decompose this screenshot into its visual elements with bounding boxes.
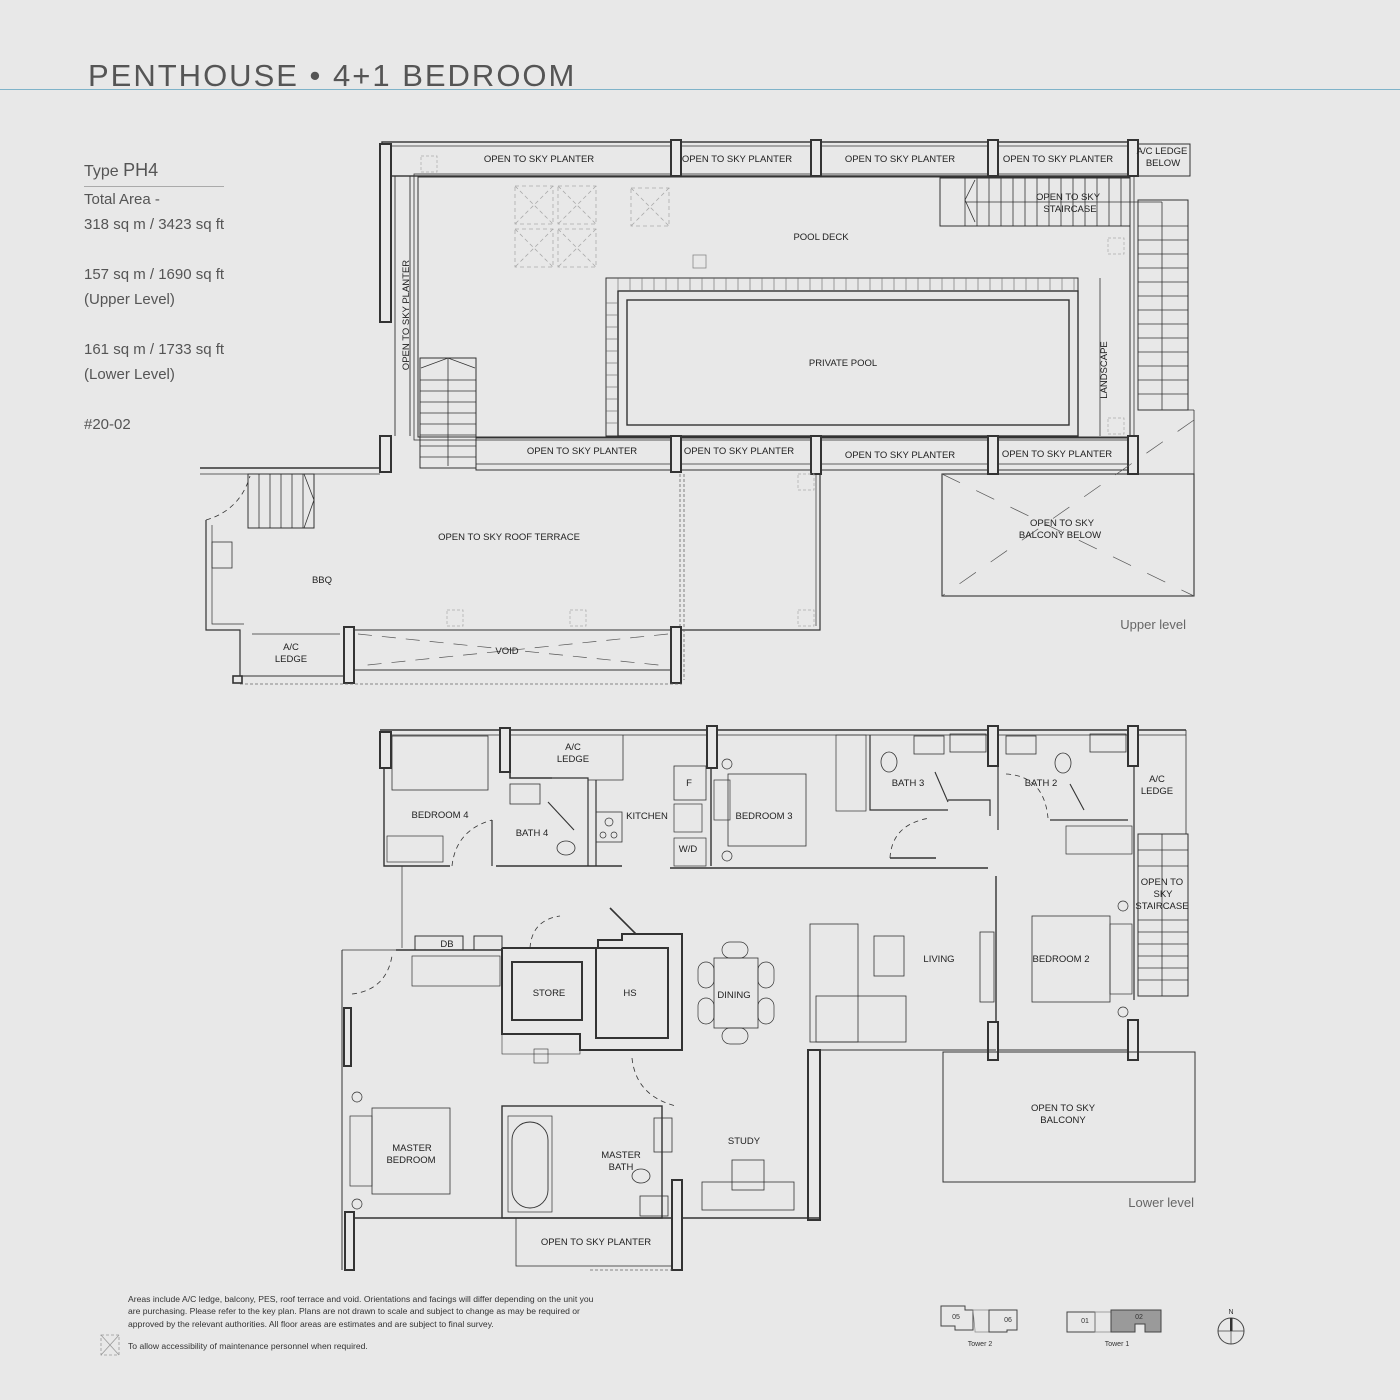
label-pool-deck: POOL DECK: [793, 232, 849, 243]
label-dining: DINING: [717, 990, 750, 1001]
label-store: STORE: [533, 988, 566, 999]
upper-level-plan: [200, 139, 1195, 685]
upper-area-value: 157 sq m / 1690 sq ft: [84, 266, 225, 283]
label-ac-ledge-top-2: LEDGE: [557, 754, 589, 765]
upper-level-caption: Upper level: [1120, 617, 1186, 632]
type-label: Type: [84, 163, 119, 180]
upper-area-label: (Upper Level): [84, 291, 175, 308]
label-landscape: LANDSCAPE: [1099, 341, 1110, 399]
label-staircase-lower-3: STAIRCASE: [1135, 901, 1188, 912]
label-master-bath-2: BATH: [609, 1162, 634, 1173]
label-bath-4: BATH 4: [516, 828, 549, 839]
label-staircase-lower: OPEN TO: [1141, 877, 1183, 888]
label-balcony-below-2: BALCONY BELOW: [1019, 530, 1101, 541]
key-plan: 05 06 Tower 2 01 02 Tower 1 N: [940, 1305, 1245, 1348]
label-planter-bottom-2: OPEN TO SKY PLANTER: [684, 446, 794, 457]
label-roof-terrace: OPEN TO SKY ROOF TERRACE: [438, 532, 580, 543]
label-washer-dryer: W/D: [679, 844, 698, 855]
lower-area-value: 161 sq m / 1733 sq ft: [84, 341, 225, 358]
label-fridge: F: [686, 778, 692, 789]
keyplan-tower-1: Tower 1: [1105, 1341, 1130, 1348]
label-planter-top-4: OPEN TO SKY PLANTER: [1003, 154, 1113, 165]
label-balcony-below: OPEN TO SKY: [1030, 518, 1095, 529]
disclaimer-text: Areas include A/C ledge, balcony, PES, r…: [128, 1294, 594, 1329]
label-void: VOID: [495, 646, 518, 657]
unit-info-panel: Type PH4 Total Area - 318 sq m / 3423 sq…: [84, 158, 234, 437]
label-planter-bottom-4: OPEN TO SKY PLANTER: [1002, 449, 1112, 460]
lower-level-labels: A/C LEDGE BEDROOM 4 BATH 4 KITCHEN F W/D…: [386, 742, 1194, 1248]
label-kitchen: KITCHEN: [626, 811, 668, 822]
total-area-label: Total Area -: [84, 191, 160, 208]
label-planter-left: OPEN TO SKY PLANTER: [401, 260, 412, 370]
label-planter-lower: OPEN TO SKY PLANTER: [541, 1237, 651, 1248]
keyplan-label-01: 01: [1081, 1318, 1089, 1325]
label-ac-ledge-below: A/C LEDGE: [1137, 146, 1188, 157]
keyplan-unit-05: [940, 1305, 974, 1331]
label-planter-top-2: OPEN TO SKY PLANTER: [682, 154, 792, 165]
label-staircase-upper-2: STAIRCASE: [1043, 204, 1096, 215]
label-balcony: OPEN TO SKY: [1031, 1103, 1096, 1114]
lower-level-plan: [341, 725, 1196, 1271]
label-bedroom-4: BEDROOM 4: [411, 810, 468, 821]
keyplan-unit-02-highlighted: [1110, 1309, 1162, 1333]
label-db: DB: [440, 939, 453, 950]
label-planter-top-3: OPEN TO SKY PLANTER: [845, 154, 955, 165]
label-hs: HS: [623, 988, 636, 999]
label-ac-ledge-below-2: BELOW: [1146, 158, 1180, 169]
north-arrow-icon: N: [1217, 1309, 1245, 1345]
maintenance-access-icon: [100, 1334, 120, 1356]
label-ac-ledge-top: A/C: [565, 742, 581, 753]
label-planter-bottom-1: OPEN TO SKY PLANTER: [527, 446, 637, 457]
keyplan-label-02: 02: [1135, 1314, 1143, 1321]
upper-level-labels: OPEN TO SKY PLANTER OPEN TO SKY PLANTER …: [275, 146, 1187, 665]
total-area-value: 318 sq m / 3423 sq ft: [84, 216, 225, 233]
label-private-pool: PRIVATE POOL: [809, 358, 877, 369]
label-ac-ledge-right-2: LEDGE: [1141, 786, 1173, 797]
label-bbq: BBQ: [312, 575, 332, 586]
label-master-bedroom-2: BEDROOM: [386, 1155, 435, 1166]
keyplan-label-06: 06: [1004, 1317, 1012, 1324]
keyplan-label-05: 05: [952, 1314, 960, 1321]
label-master-bedroom: MASTER: [392, 1143, 432, 1154]
label-bedroom-3: BEDROOM 3: [735, 811, 792, 822]
label-study: STUDY: [728, 1136, 761, 1147]
label-ac-ledge-right: A/C: [1149, 774, 1165, 785]
label-master-bath: MASTER: [601, 1150, 641, 1161]
title-underline: [0, 89, 1400, 90]
label-balcony-2: BALCONY: [1040, 1115, 1086, 1126]
label-bedroom-2: BEDROOM 2: [1032, 954, 1089, 965]
unit-type: Type PH4: [84, 158, 224, 187]
label-ac-ledge-upper-2: LEDGE: [275, 654, 307, 665]
type-value: PH4: [123, 160, 159, 180]
label-staircase-lower-2: SKY: [1153, 889, 1173, 900]
lower-level-caption: Lower level: [1128, 1195, 1194, 1210]
unit-number: #20-02: [84, 416, 131, 433]
label-bath-2: BATH 2: [1025, 778, 1058, 789]
label-ac-ledge-upper: A/C: [283, 642, 299, 653]
keyplan-unit-06: [988, 1309, 1018, 1333]
lower-area-label: (Lower Level): [84, 366, 175, 383]
label-staircase-upper: OPEN TO SKY: [1036, 192, 1101, 203]
keyplan-tower-2: Tower 2: [968, 1341, 993, 1348]
label-planter-bottom-3: OPEN TO SKY PLANTER: [845, 450, 955, 461]
north-label: N: [1228, 1309, 1233, 1316]
label-living: LIVING: [923, 954, 954, 965]
maintenance-note: To allow accessibility of maintenance pe…: [128, 1341, 368, 1351]
label-planter-top-1: OPEN TO SKY PLANTER: [484, 154, 594, 165]
label-bath-3: BATH 3: [892, 778, 925, 789]
page-title: PENTHOUSE • 4+1 BEDROOM: [88, 58, 577, 93]
